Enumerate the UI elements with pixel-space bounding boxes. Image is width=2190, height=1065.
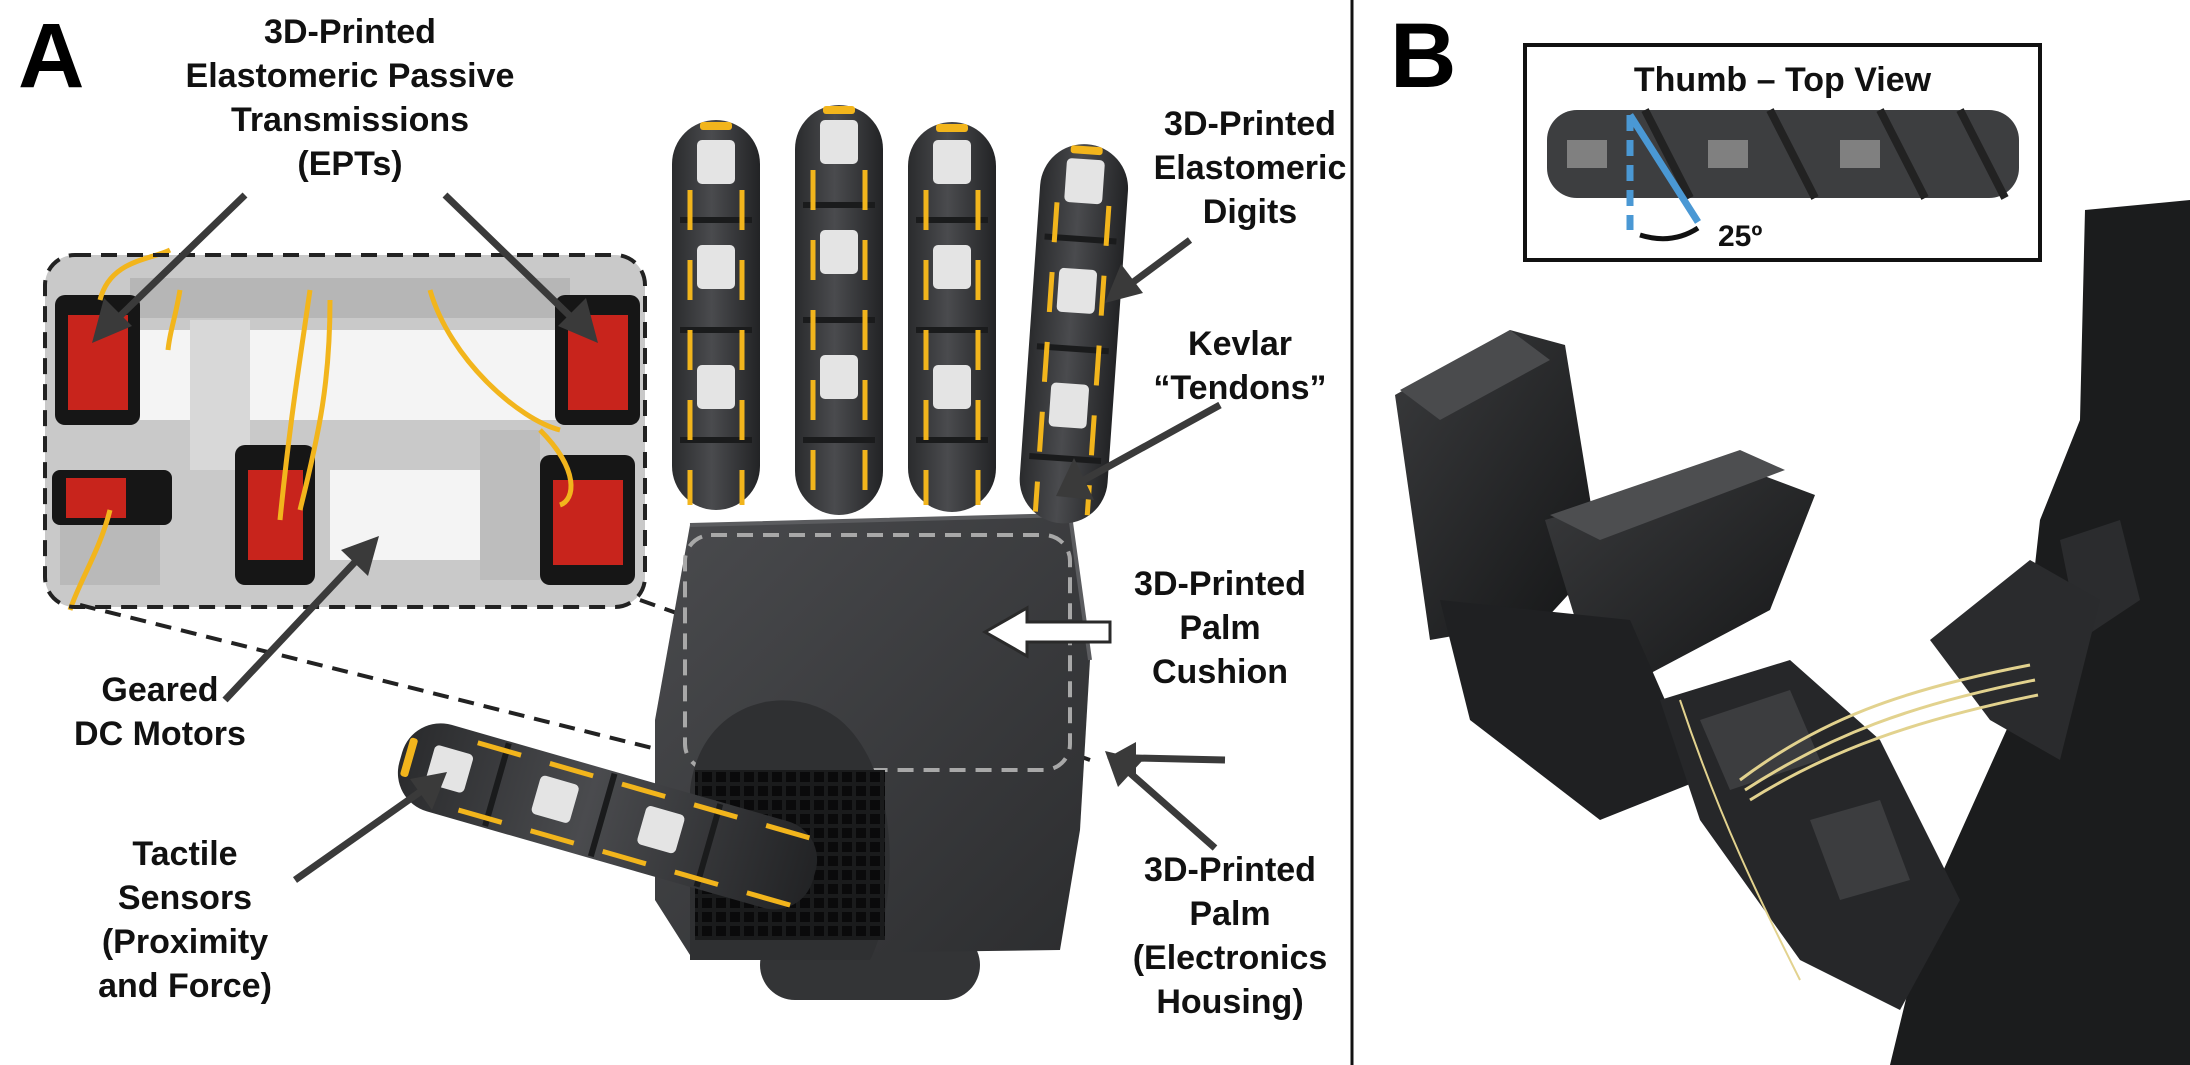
motor-bottom-left (52, 470, 172, 525)
thumb (397, 723, 818, 910)
panel-a-label: A (18, 5, 85, 107)
angle-label: 25º (1718, 220, 1763, 253)
photo-finger-lower (1440, 600, 1700, 820)
photo-finger-tip (1660, 660, 1960, 1010)
angle-tilted-line (1627, 113, 1701, 224)
finger-1 (672, 120, 760, 510)
annotation-arrows (92, 192, 1226, 883)
hand-photo (1395, 200, 2190, 1065)
label-tendons: Kevlar “Tendons” (1153, 325, 1327, 407)
thumb-top-view-title: Thumb – Top View (1633, 61, 1932, 99)
finger-4 (1019, 144, 1129, 524)
label-palm-cushion: 3D-Printed Palm Cushion (1134, 565, 1306, 691)
finger-3 (908, 122, 996, 512)
label-digits: 3D-Printed Elastomeric Digits (1153, 105, 1347, 231)
motor-mid-left (235, 445, 315, 585)
panel-b-label: B (1390, 5, 1457, 107)
label-tactile-sensors: Tactile Sensors (Proximity and Force) (98, 835, 272, 1005)
label-ept: 3D-Printed Elastomeric Passive Transmiss… (185, 13, 515, 183)
robotic-hand (397, 105, 1129, 1000)
thumb-top-view-body (1547, 110, 2019, 198)
photo-thumb (1930, 560, 2100, 760)
thumb-top-view-inset (1523, 43, 2042, 262)
finger-2 (795, 105, 883, 515)
angle-arc (1639, 225, 1700, 242)
label-geared-motors: Geared DC Motors (74, 671, 246, 753)
cushion-arrow (981, 605, 1112, 659)
label-palm-housing: 3D-Printed Palm (Electronics Housing) (1132, 851, 1328, 1021)
motor-top-left (55, 295, 140, 425)
motor-bottom-right (540, 455, 635, 585)
